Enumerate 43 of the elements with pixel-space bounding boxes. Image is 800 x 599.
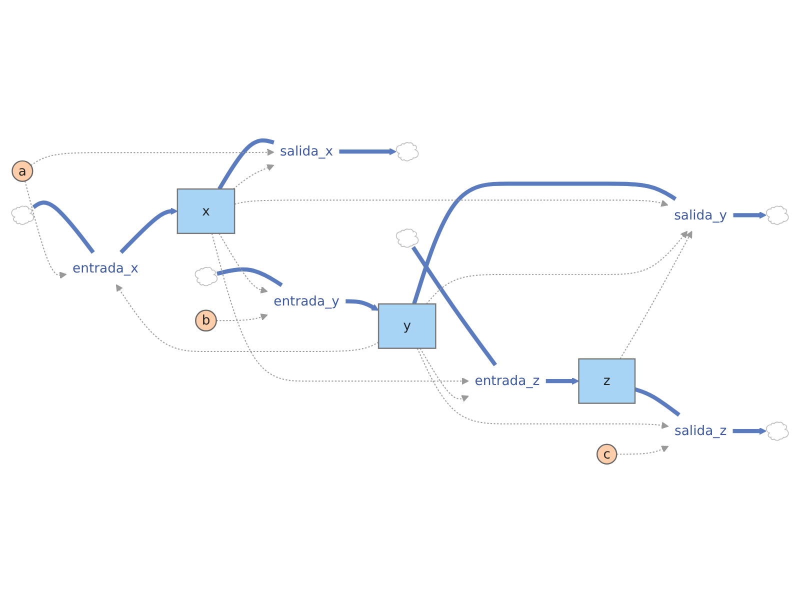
arrow bbox=[416, 348, 669, 429]
node-cloud bbox=[766, 205, 789, 225]
connector bbox=[218, 138, 274, 190]
node-cloud bbox=[766, 421, 789, 440]
node-text: salida_x bbox=[280, 143, 334, 159]
arrow bbox=[346, 298, 379, 310]
arrow bbox=[216, 313, 268, 321]
arrow bbox=[211, 232, 469, 384]
connector bbox=[634, 387, 680, 416]
node-text: entrada_y bbox=[274, 292, 340, 308]
arrow bbox=[546, 377, 580, 384]
node-cloud bbox=[11, 205, 34, 225]
node-box: x bbox=[176, 188, 236, 234]
connector bbox=[412, 181, 677, 304]
arrow bbox=[120, 207, 178, 254]
node-text: salida_y bbox=[674, 206, 728, 222]
node-circle: c bbox=[596, 443, 618, 464]
node-cloud bbox=[396, 142, 419, 161]
node-box: z bbox=[578, 358, 636, 404]
connector bbox=[411, 246, 498, 366]
arrow bbox=[732, 427, 766, 434]
arrow bbox=[420, 348, 469, 402]
node-text: entrada_z bbox=[474, 372, 540, 388]
arrow bbox=[234, 199, 668, 206]
node-circle: a bbox=[12, 160, 34, 182]
arrow bbox=[339, 148, 396, 155]
connector bbox=[216, 267, 283, 287]
node-box: y bbox=[378, 302, 436, 349]
arrow bbox=[232, 164, 274, 190]
arrow bbox=[218, 232, 268, 294]
node-cloud bbox=[194, 266, 218, 286]
node-text: entrada_x bbox=[72, 260, 138, 276]
arrow bbox=[616, 445, 669, 454]
node-circle: b bbox=[195, 309, 217, 332]
node-text: salida_z bbox=[674, 422, 727, 438]
arrow bbox=[116, 284, 380, 352]
arrow bbox=[24, 180, 67, 279]
node-cloud bbox=[396, 228, 419, 248]
arrow bbox=[733, 211, 766, 218]
arrow bbox=[426, 230, 688, 304]
connector bbox=[32, 200, 95, 254]
arrow bbox=[620, 230, 692, 360]
arrow bbox=[30, 148, 274, 166]
